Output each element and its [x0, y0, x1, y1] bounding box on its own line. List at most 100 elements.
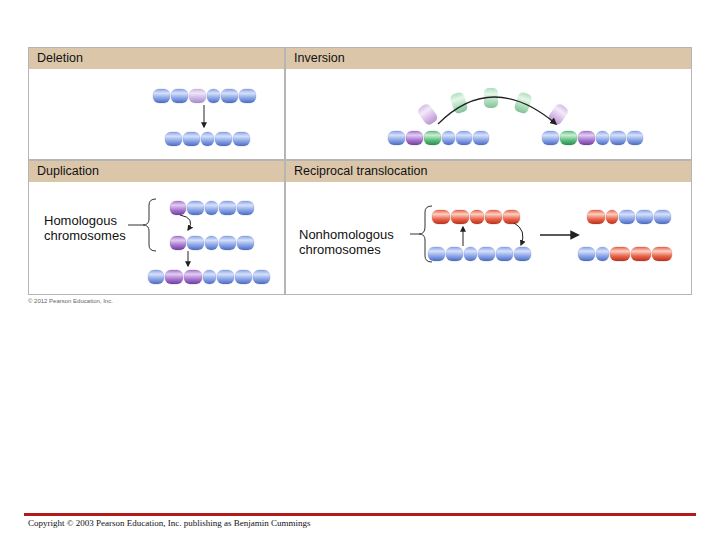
- chromosome-segment: [201, 132, 214, 146]
- chromosome-segment: [170, 236, 186, 250]
- chromosome-segment: [237, 201, 254, 215]
- chromosome-segment: [207, 89, 220, 103]
- chromosome-segment: [627, 131, 643, 145]
- chromosome-segment: [205, 201, 218, 215]
- chromosome-segment: [424, 131, 441, 145]
- chromosome-segment: [221, 89, 238, 103]
- chromosome-segment: [610, 131, 626, 145]
- chromosome-segment: [478, 247, 495, 261]
- moving-segment: [484, 88, 498, 108]
- chromosome-segment: [235, 270, 252, 284]
- chromosome: [388, 131, 489, 145]
- panel-heading: Duplication: [29, 161, 284, 182]
- chromosome-segment: [442, 131, 455, 145]
- chromosome-segment: [165, 270, 183, 284]
- chromosome-segment: [652, 247, 672, 261]
- chromosome-segment: [636, 210, 653, 224]
- chromosome: [578, 247, 672, 261]
- chromosome-segment: [542, 131, 559, 145]
- chromosome-segment: [203, 270, 216, 284]
- chromosome-segment: [239, 89, 256, 103]
- chromosome-segment: [388, 131, 405, 145]
- chromosome-segment: [485, 210, 502, 224]
- chromosome-segment: [165, 132, 182, 146]
- chromosome-segment: [631, 247, 651, 261]
- chromosome-segment: [432, 210, 450, 224]
- process-arrow: [204, 105, 205, 127]
- chromosome-segment: [560, 131, 577, 145]
- chromosome: [165, 132, 250, 146]
- curved-arrow: [180, 215, 191, 230]
- chromosome-segment: [578, 131, 595, 145]
- chromosome-segment: [606, 210, 618, 224]
- chromosome-segment: [184, 270, 202, 284]
- chromosome-segment: [189, 89, 206, 103]
- chromosome: [428, 247, 531, 261]
- chromosome: [432, 210, 520, 224]
- moving-segment: [547, 102, 570, 126]
- chromosome-segment: [503, 210, 520, 224]
- process-arrow: [463, 227, 464, 246]
- chromosome-segment: [464, 247, 477, 261]
- moving-segment: [513, 91, 532, 114]
- chromosome: [148, 270, 270, 284]
- chromosome: [170, 236, 254, 250]
- panel-box: Deletion: [28, 47, 285, 160]
- bracket-label: Nonhomologous chromosomes: [299, 228, 419, 258]
- footer-rule: [24, 513, 696, 516]
- chromosome-segment: [496, 247, 513, 261]
- moving-segment: [449, 91, 468, 114]
- panel-heading: Deletion: [29, 48, 284, 69]
- chromosome-segment: [219, 201, 236, 215]
- moving-segment: [416, 102, 439, 126]
- chromosome-segment: [428, 247, 445, 261]
- panel-heading: Inversion: [286, 48, 691, 69]
- chromosome-segment: [183, 132, 200, 146]
- chromosome-segment: [171, 89, 188, 103]
- leader-line: [410, 234, 419, 235]
- chromosome-segment: [170, 201, 186, 215]
- chromosome-segment: [596, 247, 609, 261]
- chromosome-segment: [446, 247, 463, 261]
- process-arrow: [188, 251, 189, 266]
- curved-arrow: [438, 97, 556, 124]
- chromosome-segment: [451, 210, 469, 224]
- chromosome-segment: [205, 236, 218, 250]
- chromosome-segment: [610, 247, 630, 261]
- chromosome-segment: [219, 236, 236, 250]
- chromosome-segment: [187, 236, 204, 250]
- chromosome-segment: [215, 132, 232, 146]
- panel-heading: Reciprocal translocation: [286, 161, 691, 182]
- chromosome-segment: [578, 247, 595, 261]
- chromosome-segment: [153, 89, 170, 103]
- bracket: [143, 199, 156, 251]
- chromosome: [587, 210, 671, 224]
- chromosome-segment: [470, 210, 484, 224]
- bracket-label: Homologous chromosomes: [44, 214, 140, 244]
- chromosome-segment: [406, 131, 423, 145]
- chromosome-segment: [217, 270, 234, 284]
- bracket: [419, 206, 432, 262]
- chromosome-segment: [233, 132, 250, 146]
- leader-line: [128, 225, 143, 226]
- chromosome-segment: [237, 236, 254, 250]
- chromosome: [542, 131, 643, 145]
- chromosome-segment: [654, 210, 671, 224]
- chromosome-segment: [514, 247, 531, 261]
- copyright-note: © 2012 Pearson Education, Inc.: [28, 298, 228, 305]
- chromosome-segment: [187, 201, 204, 215]
- panel-box: Inversion: [285, 47, 692, 160]
- process-arrow: [540, 234, 578, 236]
- chromosome-segment: [148, 270, 164, 284]
- chromosome-segment: [473, 131, 489, 145]
- chromosome-segment: [253, 270, 270, 284]
- copyright-note: Copyright © 2003 Pearson Education, Inc.…: [28, 518, 448, 528]
- curved-arrow: [514, 223, 523, 245]
- chromosome-segment: [619, 210, 635, 224]
- chromosome-segment: [596, 131, 609, 145]
- chromosome-segment: [456, 131, 472, 145]
- chromosome: [170, 201, 254, 215]
- chromosome-segment: [587, 210, 605, 224]
